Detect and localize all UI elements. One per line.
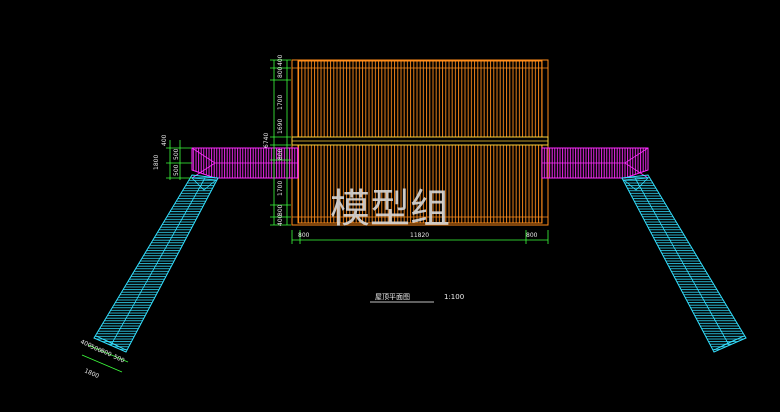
dim-left-800b: 800 <box>277 204 284 216</box>
dim-wing-1800: 1800 <box>153 155 160 170</box>
dim-left-1700b: 1700 <box>277 181 284 196</box>
dim-left-800: 800 <box>277 148 284 160</box>
watermark: 模型组 <box>330 186 450 232</box>
dim-wing-400: 400 <box>161 134 168 146</box>
dim-left-400b: 400 <box>277 214 284 226</box>
right-wing-roof <box>541 147 649 179</box>
dim-wing-500a: 500 <box>173 148 180 160</box>
dim-wing-500b: 500 <box>173 164 180 176</box>
dimension-lines <box>81 59 549 373</box>
drawing-title-block: 屋顶平面图 1:100 <box>370 293 464 303</box>
dim-left-top: 800 <box>277 66 284 78</box>
dim-foot-500a: 500 <box>89 343 102 354</box>
dimension-labels: 800 400 1700 6740 1690 800 1700 800 400 … <box>79 54 537 380</box>
dim-foot-800: 800 <box>99 347 112 358</box>
drawing-scale: 1:100 <box>444 293 464 301</box>
dim-foot-500b: 500 <box>112 353 125 364</box>
right-slope-wing <box>621 174 747 353</box>
drawing-title: 屋顶平面图 <box>375 293 410 301</box>
dim-left-6740: 6740 <box>263 133 270 148</box>
left-slope-wing <box>93 174 219 353</box>
dim-bottom-mid: 11820 <box>410 232 429 239</box>
dim-foot-400: 400 <box>79 338 92 349</box>
dim-left-400-top: 400 <box>277 54 284 66</box>
dim-left-1690: 1690 <box>277 119 284 134</box>
ridge-line <box>291 136 549 146</box>
dim-bottom-left: 800 <box>298 232 310 239</box>
main-roof <box>291 59 549 226</box>
dim-bottom-right: 800 <box>526 232 538 239</box>
dim-left-1700: 1700 <box>277 95 284 110</box>
left-wing-roof <box>191 147 299 179</box>
dim-foot-1800: 1800 <box>83 367 100 380</box>
